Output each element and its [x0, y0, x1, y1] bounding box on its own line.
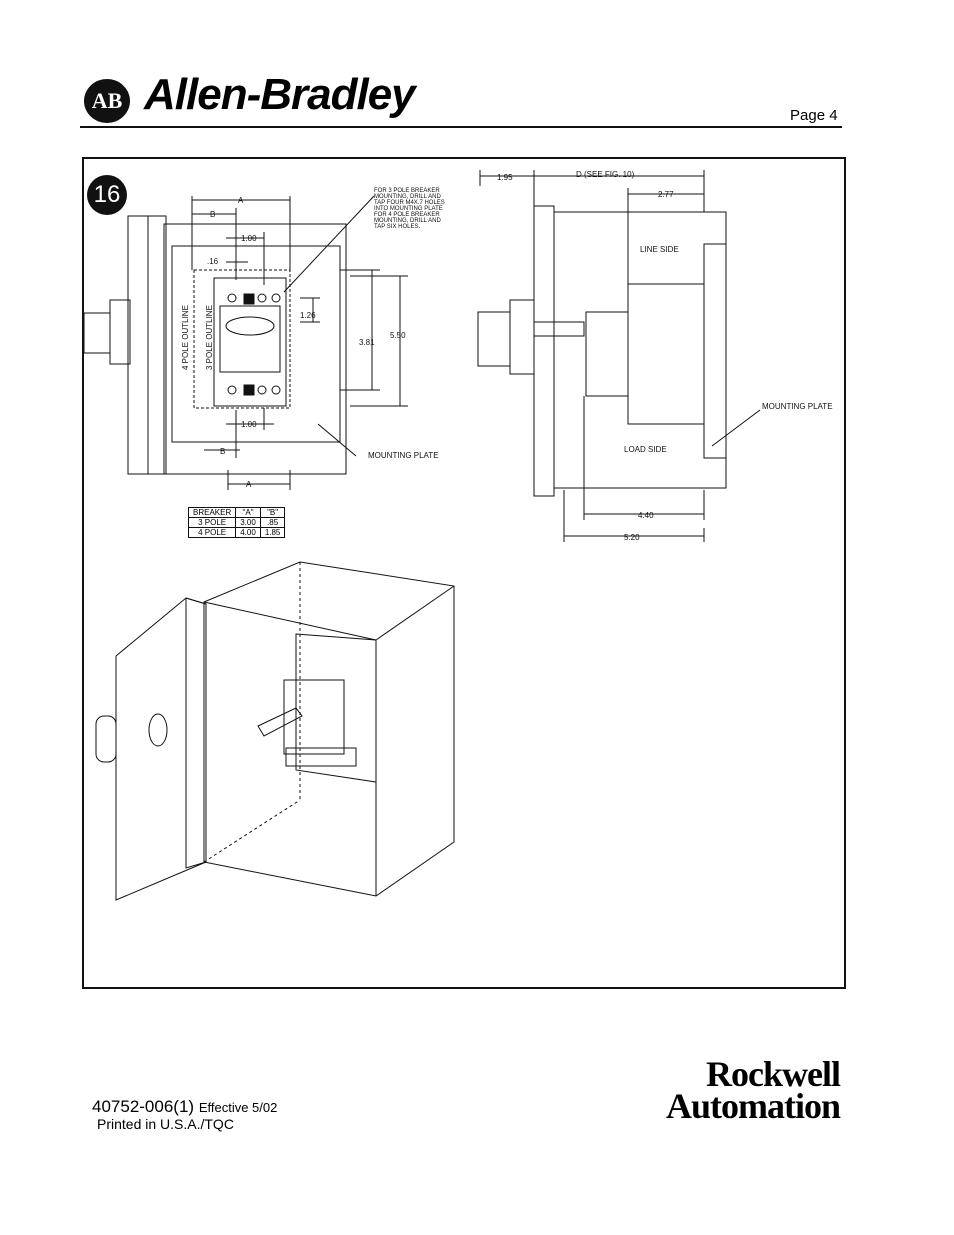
rockwell-automation-logo: Rockwell Automation — [604, 1054, 841, 1126]
table-row: 4 POLE 4.00 1.85 — [187, 527, 286, 538]
note-line-4: INTO MOUNTING PLATE — [374, 206, 443, 212]
mounting-plate-front: MOUNTING PLATE — [368, 451, 439, 460]
note-line-6: MOUNTING, DRILL AND — [374, 218, 441, 224]
table-cell: .85 — [259, 517, 286, 528]
table-cell: 4 POLE — [187, 527, 237, 538]
document-number-line: 40752-006(1) Effective 5/02 — [92, 1097, 277, 1117]
door-edge — [127, 215, 149, 475]
table-row: 3 POLE 3.00 .85 — [187, 517, 286, 528]
dim-520: 5.20 — [624, 533, 640, 542]
dim-d: D (SEE FIG. 10) — [576, 170, 635, 179]
dim-126: 1.26 — [300, 311, 316, 320]
brand-name: Allen-Bradley — [144, 70, 416, 119]
inner-plate — [171, 245, 341, 443]
side-door — [533, 205, 555, 497]
document-number: 40752-006(1) — [92, 1097, 195, 1116]
dim-381: 3.81 — [359, 338, 375, 347]
side-breaker — [627, 283, 705, 425]
dim-a-top: A — [238, 196, 244, 205]
dim-b-bottom: B — [220, 447, 225, 456]
table-cell: 3 POLE — [187, 517, 237, 528]
table-cell: 4.00 — [235, 527, 261, 538]
header-rule — [80, 126, 842, 128]
allen-bradley-logo-icon: AB — [84, 79, 130, 123]
printed-note: Printed in U.S.A./TQC — [97, 1116, 234, 1132]
note-line-5: FOR 4 POLE BREAKER — [374, 212, 440, 218]
rotary-handle — [225, 316, 275, 336]
dim-440: 4.40 — [638, 511, 654, 520]
table-header: BREAKER — [187, 507, 237, 518]
figure-frame — [82, 157, 846, 989]
dim-277: 2.77 — [658, 190, 674, 199]
logo-initials: AB — [91, 88, 123, 113]
dim-100-top: 1.00 — [241, 234, 257, 243]
note-line-7: TAP SIX HOLES. — [374, 224, 420, 230]
dim-100-bottom: 1.00 — [241, 420, 257, 429]
table-cell: 1.85 — [259, 527, 286, 538]
dim-b-top: B — [210, 210, 215, 219]
effective-date: Effective 5/02 — [198, 1100, 278, 1115]
rockwell-word: Rockwell — [706, 1054, 841, 1094]
door-handle — [83, 312, 111, 354]
outline-3pole: 3 POLE OUTLINE — [205, 305, 214, 370]
breaker-face — [219, 305, 281, 373]
dim-16: .16 — [207, 257, 219, 266]
iso-door — [115, 597, 207, 901]
figure-number: 16 — [93, 181, 121, 208]
four-pole-outline — [193, 269, 291, 409]
enclosure-front — [163, 223, 347, 475]
side-handle — [477, 311, 511, 367]
dim-195: 1.95 — [497, 173, 513, 182]
table-cell: 3.00 — [235, 517, 261, 528]
table-header: "B" — [259, 507, 286, 518]
note-line-2: MOUNTING, DRILL AND — [374, 194, 441, 200]
note-line-3: TAP FOUR M4X.7 HOLES — [374, 200, 445, 206]
dim-550: 5.50 — [390, 331, 406, 340]
line-side-label: LINE SIDE — [640, 245, 679, 254]
automation-word: Automation — [665, 1086, 841, 1126]
table-header-row: BREAKER "A" "B" — [187, 507, 286, 518]
page-number: Page 4 — [790, 107, 838, 124]
mounting-plate-side: MOUNTING PLATE — [762, 402, 833, 411]
outline-4pole: 4 POLE OUTLINE — [181, 305, 190, 370]
iso-door-handle — [95, 715, 117, 763]
note-line-1: FOR 3 POLE BREAKER — [374, 188, 440, 194]
door-side — [147, 215, 167, 475]
iso-breaker — [295, 633, 377, 783]
table-header: "A" — [235, 507, 261, 518]
dim-a-bottom: A — [246, 480, 252, 489]
breaker-body — [213, 277, 287, 407]
breaker-dimension-table: BREAKER "A" "B" 3 POLE 3.00 .85 4 POLE 4… — [187, 507, 286, 538]
side-mounting-plate — [703, 243, 727, 459]
load-side-label: LOAD SIDE — [624, 445, 667, 454]
figure-number-badge: 16 — [87, 175, 127, 215]
